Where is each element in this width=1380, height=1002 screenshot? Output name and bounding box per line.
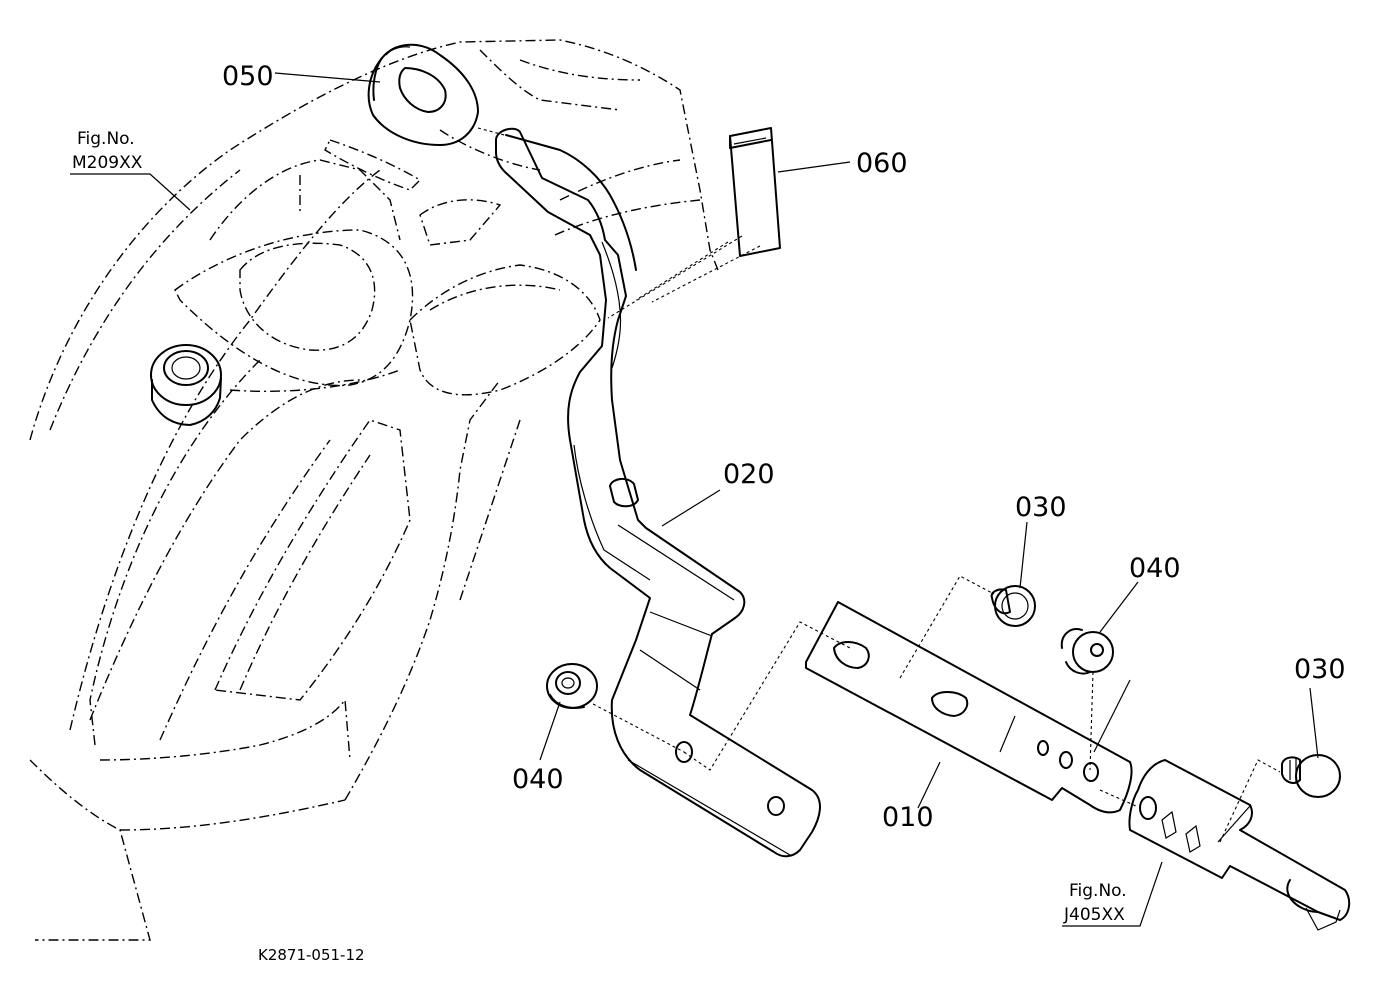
assembly-lines bbox=[477, 127, 1281, 843]
label-060: 060 bbox=[856, 148, 908, 179]
cover-060 bbox=[729, 127, 781, 257]
label-030-lower: 030 bbox=[1294, 654, 1346, 685]
knob-050 bbox=[367, 43, 479, 146]
label-040-lower: 040 bbox=[512, 764, 564, 795]
nut-040-lower bbox=[546, 663, 598, 709]
drawing-code: K2871-051-12 bbox=[258, 946, 365, 964]
bolt-030-lower bbox=[1281, 754, 1341, 798]
fender-outline bbox=[29, 39, 719, 941]
bolt-030-upper bbox=[990, 585, 1036, 627]
nut-040-upper bbox=[1060, 628, 1114, 675]
fig-ref-1-line2: M209XX bbox=[72, 153, 143, 173]
label-040-upper: 040 bbox=[1129, 553, 1181, 584]
plate-010 bbox=[805, 601, 1133, 814]
fig-ref-1-line1: Fig.No. bbox=[77, 129, 135, 149]
filler-cap bbox=[150, 344, 222, 426]
label-010: 010 bbox=[882, 802, 934, 833]
fig-ref-2-line2: J405XX bbox=[1063, 905, 1125, 925]
lever-020 bbox=[495, 127, 821, 858]
label-030-upper: 030 bbox=[1015, 492, 1067, 523]
label-050: 050 bbox=[222, 61, 274, 92]
leader-lines bbox=[70, 72, 1319, 927]
label-020: 020 bbox=[723, 459, 775, 490]
fig-ref-2-line1: Fig.No. bbox=[1069, 881, 1127, 901]
shaft bbox=[1128, 759, 1351, 931]
